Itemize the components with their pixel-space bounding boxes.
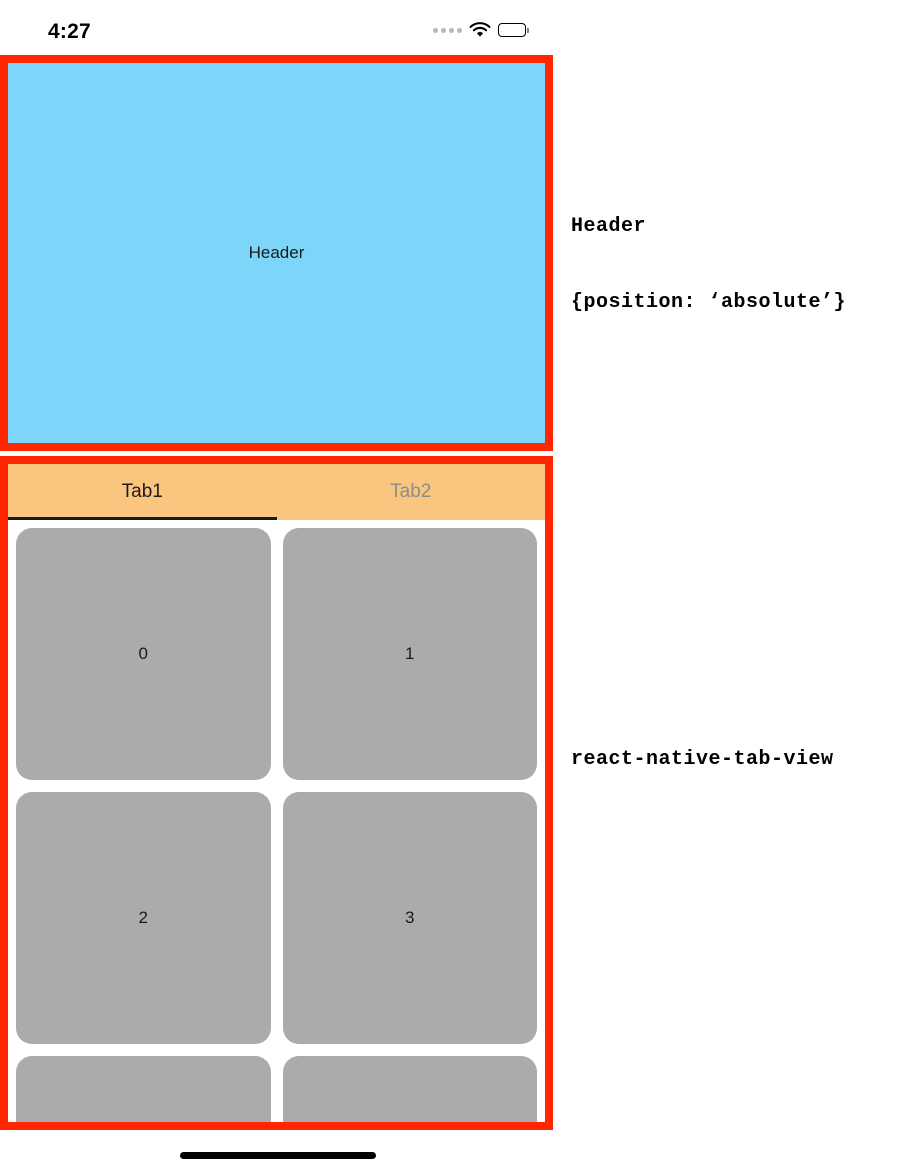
- battery-full-icon: [498, 23, 529, 37]
- grid-card[interactable]: 2: [16, 792, 271, 1044]
- annotation-tabview-title: react-native-tab-view: [571, 748, 834, 771]
- grid-card[interactable]: 0: [16, 528, 271, 780]
- status-bar-icons: [433, 22, 529, 38]
- annotation-header-detail: {position: ‘absolute’}: [571, 291, 847, 314]
- wifi-icon: [469, 22, 491, 38]
- tab-tab1[interactable]: Tab1: [121, 481, 163, 502]
- status-bar: 4:27: [0, 0, 553, 55]
- status-bar-time: 4:27: [48, 20, 91, 43]
- header-label: Header: [248, 243, 305, 262]
- header-panel: Header: [8, 63, 545, 443]
- tab-tab2[interactable]: Tab2: [390, 481, 432, 502]
- card-grid[interactable]: 0 1 2 3 4 5: [8, 520, 545, 1122]
- grid-card[interactable]: 1: [282, 528, 537, 780]
- tab-bar: Tab1 Tab2: [8, 464, 545, 520]
- tab-active-indicator: [8, 517, 277, 520]
- header-outline-box: Header: [0, 55, 553, 451]
- tabview-outline-box: Tab1 Tab2 0 1 2 3 4 5: [0, 456, 553, 1130]
- annotation-header-title: Header: [571, 215, 647, 238]
- signal-dots-icon: [433, 27, 462, 33]
- home-indicator[interactable]: [180, 1152, 376, 1159]
- grid-card[interactable]: 4: [16, 1056, 271, 1122]
- tab-view-panel: Tab1 Tab2 0 1 2 3 4 5: [8, 464, 545, 1122]
- grid-card[interactable]: 5: [282, 1056, 537, 1122]
- grid-card[interactable]: 3: [282, 792, 537, 1044]
